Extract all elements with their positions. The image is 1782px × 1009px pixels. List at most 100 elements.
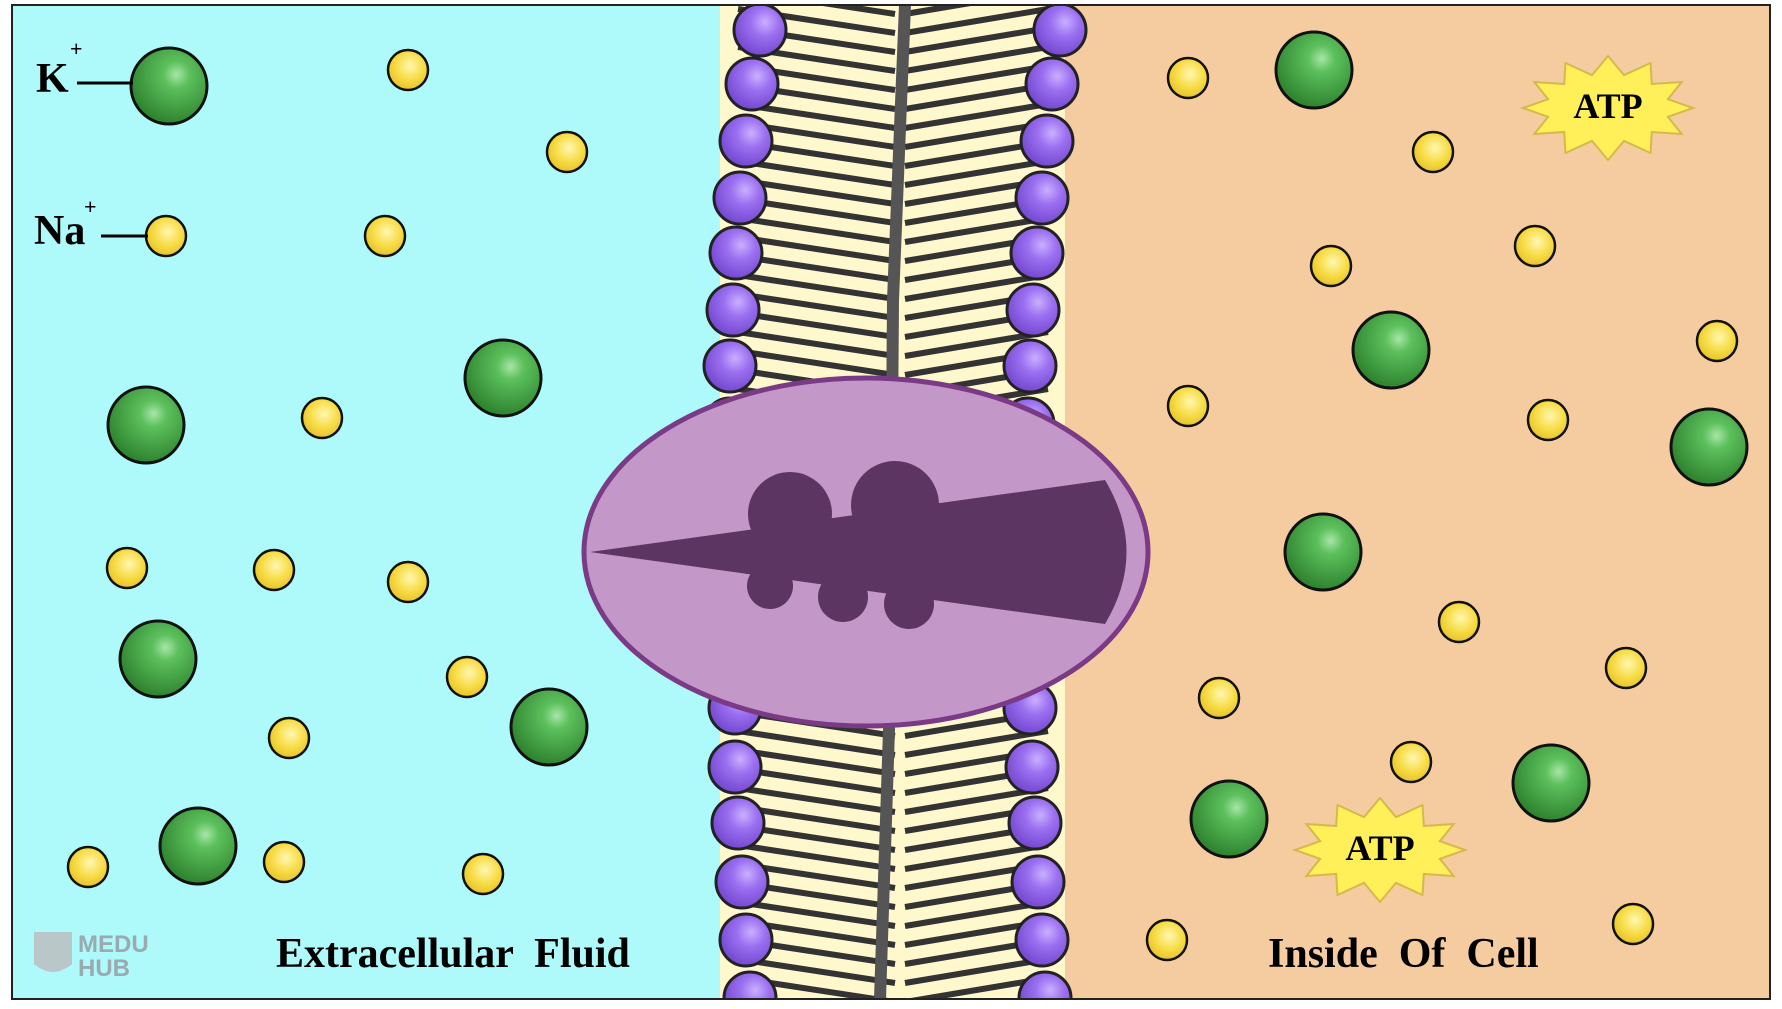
sodium-ion xyxy=(144,214,188,258)
potassium-ion xyxy=(1351,310,1431,390)
lipid-tail-line xyxy=(737,766,896,796)
sodium-ion xyxy=(262,840,306,884)
lipid-tail-line xyxy=(904,5,977,17)
sodium-potassium-pump xyxy=(581,375,1151,729)
phospholipid-head-inner xyxy=(1010,854,1066,910)
ion-legend: K + Na + xyxy=(34,36,148,254)
lipid-tail-line xyxy=(904,25,1049,55)
sodium-ion xyxy=(252,548,296,592)
sodium-ion xyxy=(1309,244,1353,288)
lipid-tail-line xyxy=(737,234,896,264)
sodium-ion xyxy=(445,655,489,699)
lipid-tail-line xyxy=(904,842,1049,872)
sodium-label: Na xyxy=(34,208,85,254)
lipid-tail-line xyxy=(904,6,1049,36)
sodium-ion xyxy=(1604,646,1648,690)
sodium-ion xyxy=(1437,600,1481,644)
sodium-ion xyxy=(105,546,149,590)
atp-label-1: ATP xyxy=(1573,86,1642,126)
phospholipid-head-inner xyxy=(1019,113,1075,169)
atp-molecule-2: ATP xyxy=(1291,796,1469,904)
lipid-tail-line xyxy=(737,747,896,777)
sodium-ion xyxy=(386,48,430,92)
lipid-tail-line xyxy=(737,158,896,188)
lipid-tail-line xyxy=(737,329,896,359)
sodium-ion xyxy=(1197,676,1241,720)
lipid-tail-line xyxy=(737,215,896,245)
potassium-ion xyxy=(106,385,186,465)
potassium-ion xyxy=(129,46,209,126)
meduhub-logo: MEDU HUB xyxy=(34,931,149,982)
phospholipid-head-inner xyxy=(1005,282,1061,338)
sodium-ion xyxy=(1145,918,1189,962)
lipid-tail-line xyxy=(737,272,896,302)
sodium-ion xyxy=(1411,130,1455,174)
lipid-tail-line xyxy=(904,63,1049,93)
logo-line-1: MEDU xyxy=(78,931,149,958)
potassium-ion xyxy=(1283,512,1363,592)
phospholipid-head-inner xyxy=(1002,338,1058,394)
logo-line-2: HUB xyxy=(78,955,130,982)
phospholipid-head-outer xyxy=(702,338,758,394)
lipid-tail-line xyxy=(816,5,896,17)
phospholipid-head-inner xyxy=(1007,795,1063,851)
lipid-tail-line xyxy=(904,272,1049,302)
phospholipid-heads xyxy=(702,5,1088,999)
lipid-tail-line xyxy=(737,785,896,815)
potassium-ion xyxy=(1511,743,1591,823)
lipid-tail-line xyxy=(737,253,896,283)
lipid-tail-line xyxy=(737,177,896,207)
potassium-ion xyxy=(118,619,198,699)
sodium-ion xyxy=(461,852,505,896)
diagram-border xyxy=(11,4,1771,1000)
lipid-tail-line xyxy=(737,842,896,872)
potassium-label: K xyxy=(36,56,69,102)
potassium-ion xyxy=(1669,407,1749,487)
phospholipid-head-outer xyxy=(718,912,774,968)
potassium-ion xyxy=(509,687,589,767)
potassium-ion xyxy=(1274,30,1354,110)
phospholipid-head-inner xyxy=(1004,739,1060,795)
inside-of-cell-label: Inside Of Cell xyxy=(1268,931,1539,977)
atp-star-2 xyxy=(1291,796,1469,904)
lipid-tail-line xyxy=(904,215,1049,245)
lipid-tail-line xyxy=(737,899,896,929)
logo-shield-icon xyxy=(34,932,72,972)
phospholipid-head-inner xyxy=(1032,5,1088,58)
lipid-tail-line xyxy=(904,728,1049,758)
atp-star-1 xyxy=(1519,54,1697,162)
sodium-ion xyxy=(66,845,110,889)
lipid-tail-line xyxy=(904,44,1049,74)
phospholipid-head-outer xyxy=(724,56,780,112)
sodium-ion xyxy=(1166,56,1210,100)
sodium-ion xyxy=(1695,319,1739,363)
phospholipid-head-outer xyxy=(708,225,764,281)
sodium-ion xyxy=(386,560,430,604)
potassium-ion xyxy=(158,806,238,886)
phospholipid-head-outer xyxy=(707,739,763,795)
lipid-tail-line xyxy=(904,101,1049,131)
lipid-tail-line xyxy=(904,158,1049,188)
ions xyxy=(66,30,1749,962)
phospholipid-head-outer xyxy=(705,282,761,338)
extracellular-fluid-label: Extracellular Fluid xyxy=(276,931,630,977)
phospholipid-head-inner xyxy=(1024,56,1080,112)
lipid-tail-line xyxy=(737,348,896,378)
potassium-ion xyxy=(1189,779,1269,859)
sodium-ion xyxy=(267,716,311,760)
sodium-ion xyxy=(1389,740,1433,784)
sodium-ion xyxy=(1611,902,1655,946)
sodium-ion xyxy=(300,396,344,440)
atp-molecule-1: ATP xyxy=(1519,54,1697,162)
phospholipid-head-outer xyxy=(714,854,770,910)
phospholipid-head-inner xyxy=(1014,912,1070,968)
phospholipid-head-outer xyxy=(712,170,768,226)
sodium-ion xyxy=(1513,224,1557,268)
atp-label-2: ATP xyxy=(1345,828,1414,868)
lipid-tail-line xyxy=(737,956,896,986)
lipid-tail-line xyxy=(737,310,896,340)
sodium-ion xyxy=(1166,384,1210,428)
potassium-charge: + xyxy=(70,36,83,61)
potassium-ion xyxy=(463,338,543,418)
